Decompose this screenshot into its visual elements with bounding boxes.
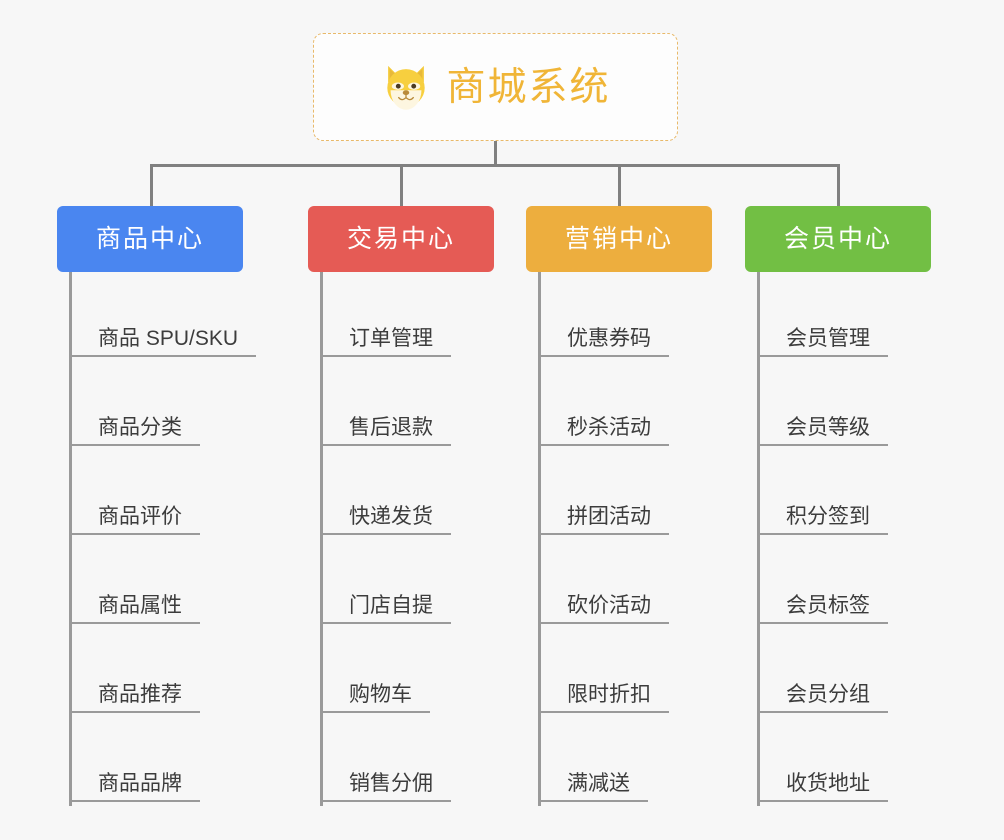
leaf-item[interactable]: 满减送 (541, 717, 712, 806)
leaf-label: 商品 SPU/SKU (72, 327, 257, 357)
leaf-item[interactable]: 售后退款 (323, 361, 494, 450)
category-label: 商品中心 (95, 224, 204, 253)
connector-drop-1 (150, 164, 153, 208)
leaf-label: 快递发货 (323, 505, 451, 535)
leaf-item[interactable]: 购物车 (323, 628, 494, 717)
leaf-label: 积分签到 (760, 505, 888, 535)
leaf-item[interactable]: 商品评价 (72, 450, 243, 539)
root-node[interactable]: 商城系统 (313, 33, 678, 141)
leaf-item[interactable]: 砍价活动 (541, 539, 712, 628)
leaf-label: 优惠券码 (541, 327, 669, 357)
leaf-item[interactable]: 商品属性 (72, 539, 243, 628)
leaf-label: 会员等级 (760, 416, 888, 446)
leaf-label: 砍价活动 (541, 594, 669, 624)
leaf-item[interactable]: 收货地址 (760, 717, 931, 806)
category-label: 营销中心 (564, 224, 673, 253)
leaf-item[interactable]: 会员等级 (760, 361, 931, 450)
leaf-item[interactable]: 商品 SPU/SKU (72, 272, 257, 361)
leaf-item[interactable]: 会员分组 (760, 628, 931, 717)
shiba-dog-face-icon (387, 65, 426, 110)
leaf-label: 售后退款 (323, 416, 451, 446)
leaf-label: 订单管理 (323, 327, 451, 357)
category-column-3: 营销中心 优惠券码 秒杀活动 拼团活动 砍价活动 限时折扣 满减送 (526, 206, 712, 806)
category-column-2: 交易中心 订单管理 售后退款 快递发货 门店自提 购物车 销售分佣 (308, 206, 494, 806)
leaf-item[interactable]: 门店自提 (323, 539, 494, 628)
connector-drop-3 (618, 164, 621, 208)
leaf-label: 满减送 (541, 772, 648, 802)
branch-stem-4: 会员管理 会员等级 积分签到 会员标签 会员分组 收货地址 (757, 272, 931, 806)
leaf-item[interactable]: 订单管理 (323, 272, 494, 361)
leaf-label: 会员标签 (760, 594, 888, 624)
leaf-item[interactable]: 限时折扣 (541, 628, 712, 717)
connector-root-stem (494, 141, 497, 165)
leaf-item[interactable]: 积分签到 (760, 450, 931, 539)
leaf-label: 销售分佣 (323, 772, 451, 802)
leaf-label: 商品评价 (72, 505, 200, 535)
connector-drop-4 (837, 164, 840, 208)
leaf-item[interactable]: 商品分类 (72, 361, 243, 450)
leaf-item[interactable]: 快递发货 (323, 450, 494, 539)
leaf-item[interactable]: 拼团活动 (541, 450, 712, 539)
root-title: 商城系统 (446, 65, 611, 109)
leaf-item[interactable]: 秒杀活动 (541, 361, 712, 450)
category-header-3[interactable]: 营销中心 (526, 206, 712, 272)
leaf-item[interactable]: 会员管理 (760, 272, 931, 361)
leaf-label: 秒杀活动 (541, 416, 669, 446)
category-column-4: 会员中心 会员管理 会员等级 积分签到 会员标签 会员分组 收货地址 (745, 206, 931, 806)
leaf-label: 拼团活动 (541, 505, 669, 535)
leaf-label: 限时折扣 (541, 683, 669, 713)
leaf-label: 门店自提 (323, 594, 451, 624)
leaf-label: 商品品牌 (72, 772, 200, 802)
branch-stem-2: 订单管理 售后退款 快递发货 门店自提 购物车 销售分佣 (320, 272, 494, 806)
leaf-label: 收货地址 (760, 772, 888, 802)
category-label: 交易中心 (346, 224, 455, 253)
category-header-1[interactable]: 商品中心 (57, 206, 243, 272)
category-header-4[interactable]: 会员中心 (745, 206, 931, 272)
leaf-item[interactable]: 商品品牌 (72, 717, 243, 806)
leaf-label: 商品属性 (72, 594, 200, 624)
branch-stem-1: 商品 SPU/SKU 商品分类 商品评价 商品属性 商品推荐 商品品牌 (69, 272, 257, 806)
leaf-item[interactable]: 销售分佣 (323, 717, 494, 806)
category-column-1: 商品中心 商品 SPU/SKU 商品分类 商品评价 商品属性 商品推荐 商品品牌 (57, 206, 257, 806)
leaf-item[interactable]: 会员标签 (760, 539, 931, 628)
leaf-label: 会员管理 (760, 327, 888, 357)
leaf-item[interactable]: 优惠券码 (541, 272, 712, 361)
connector-horizontal-bus (150, 164, 840, 167)
connector-drop-2 (400, 164, 403, 208)
leaf-label: 购物车 (323, 683, 430, 713)
category-label: 会员中心 (783, 224, 892, 253)
leaf-label: 会员分组 (760, 683, 888, 713)
leaf-item[interactable]: 商品推荐 (72, 628, 243, 717)
category-header-2[interactable]: 交易中心 (308, 206, 494, 272)
leaf-label: 商品分类 (72, 416, 200, 446)
branch-stem-3: 优惠券码 秒杀活动 拼团活动 砍价活动 限时折扣 满减送 (538, 272, 712, 806)
leaf-label: 商品推荐 (72, 683, 200, 713)
